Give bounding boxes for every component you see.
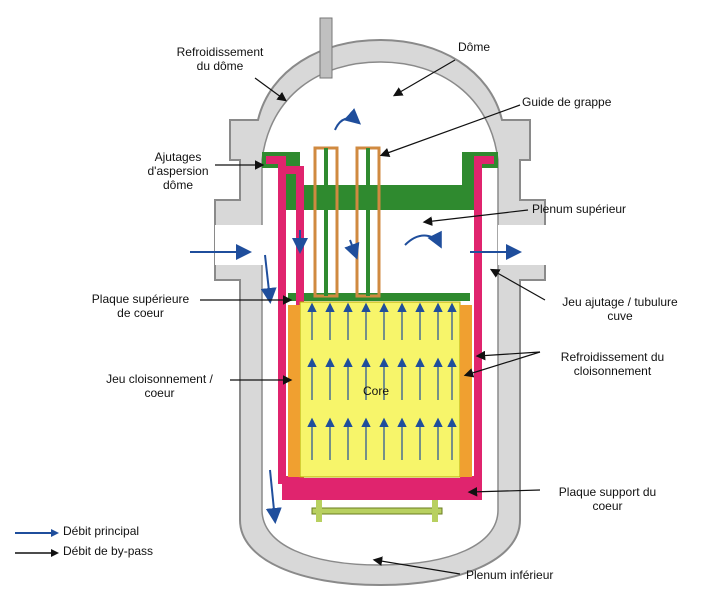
label-refroidissement-dome: Refroidissement du dôme (176, 45, 264, 73)
label-plaque-support: Plaque support du coeur (558, 485, 657, 513)
legend-black-arrow-icon (15, 549, 59, 557)
legend-bypass: Débit de by-pass (15, 544, 195, 560)
label-refroidissement-cloisonnement: Refroidissement du cloisonnement (560, 350, 665, 378)
label-jeu-cloisonnement: Jeu cloisonnement / coeur (106, 372, 213, 400)
label-plenum-superieur: Plenum supérieur (532, 202, 627, 216)
label-plenum-inferieur: Plenum inférieur (466, 568, 554, 582)
leader-lines (200, 59, 546, 575)
principal-flow-arrows (190, 108, 522, 524)
legend-principal-label: Débit principal (63, 524, 140, 538)
label-guide-grappe: Guide de grappe (522, 95, 612, 109)
lower-support (311, 500, 443, 522)
legend-bypass-label: Débit de by-pass (63, 544, 154, 558)
label-ajutages: Ajutages d'aspersion dôme (147, 150, 209, 192)
label-dome: Dôme (458, 40, 491, 54)
core-flow-arrows (307, 302, 457, 460)
core-region (288, 301, 472, 478)
core-barrel (266, 156, 494, 500)
control-rod-guides (313, 146, 381, 298)
label-jeu-ajutage: Jeu ajutage / tubulure cuve (562, 295, 678, 323)
legend-principal: Débit principal (15, 524, 195, 540)
label-plaque-superieure: Plaque supérieure de coeur (91, 292, 190, 320)
legend-blue-arrow-icon (15, 529, 59, 537)
label-core: Core (363, 384, 390, 398)
